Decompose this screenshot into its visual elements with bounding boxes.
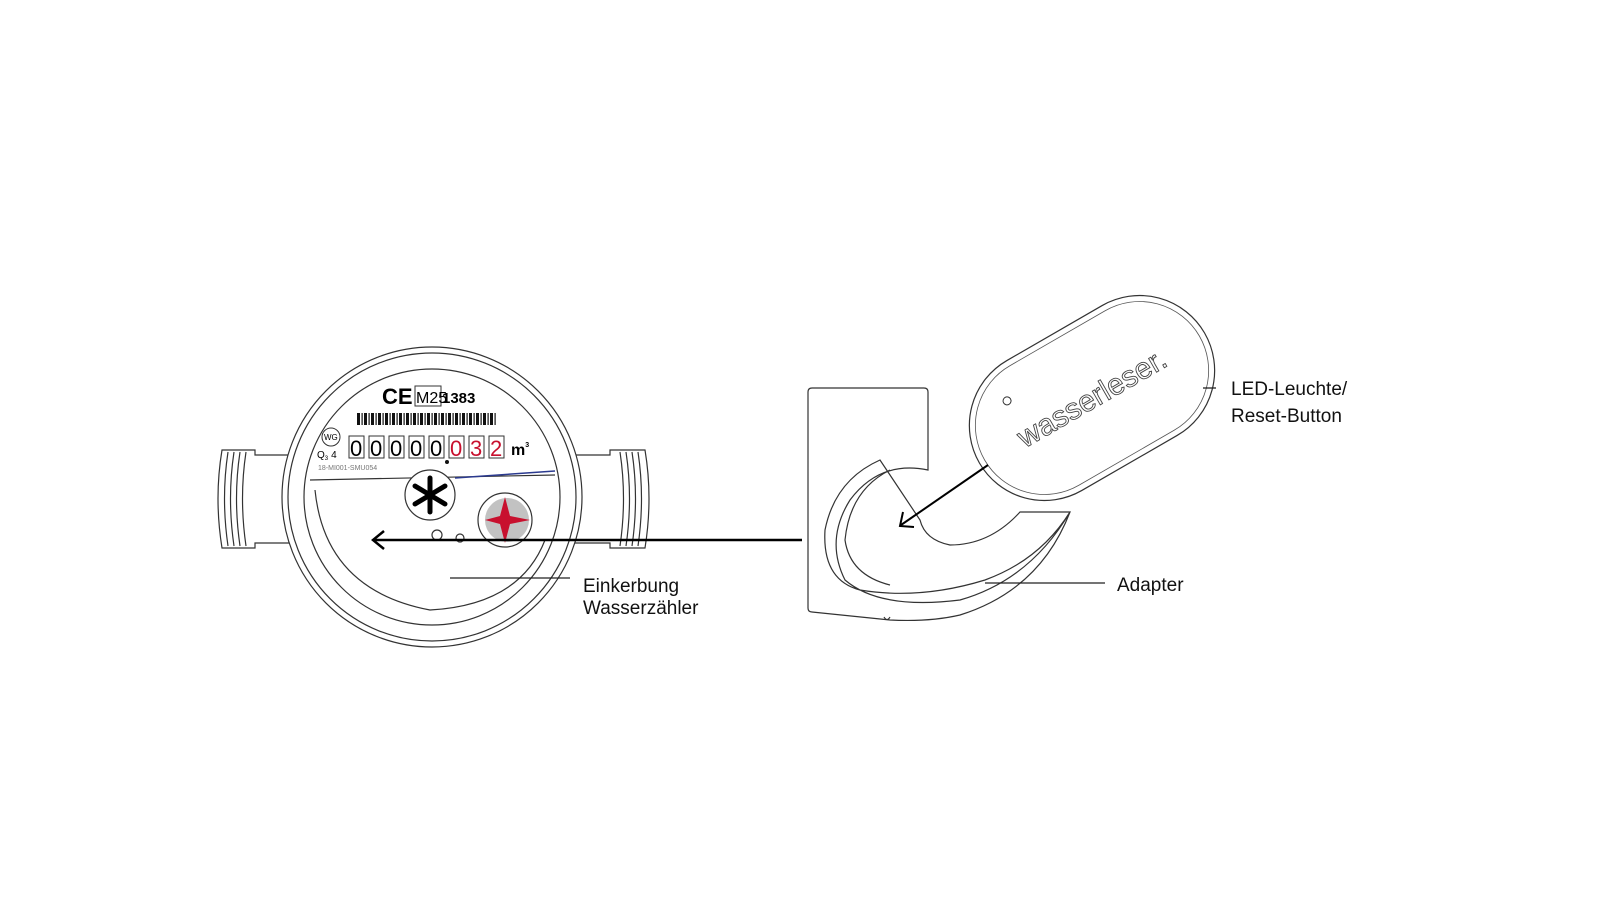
digit-red: 0 [450,436,462,461]
unit: m3 [511,442,529,459]
label-led-line1: LED-Leuchte/ [1231,379,1348,400]
counter-digits: 0 0 0 0 0 0 3 2 [348,435,505,464]
digit: 0 [350,436,362,461]
wg-badge: WG [324,433,338,442]
digit-red: 2 [490,436,502,461]
star-wheel-icon [412,475,448,515]
serial-number: 18-MI001-SMU054 [318,465,377,472]
label-notch-line2: Wasserzähler [583,598,699,619]
label-led: LED-Leuchte/ Reset-Button [1231,376,1347,430]
adapter [807,387,1072,622]
digit: 0 [370,436,382,461]
metrology-mark: M25 [416,390,447,407]
led-light-icon [1002,396,1012,406]
cert-number: 1383 [442,390,475,407]
digit: 0 [390,436,402,461]
label-notch-line1: Einkerbung [583,576,680,597]
digit: 0 [430,436,442,461]
arrow-device-to-adapter [898,464,989,528]
left-pipe-thread [217,449,290,549]
red-pointer-dial [485,497,530,543]
right-pipe-thread [575,449,650,549]
arrow-adapter-to-meter [371,530,802,550]
digit: 0 [410,436,422,461]
wasserleser-device: wasserleser. [968,294,1216,502]
ce-mark: CE [382,384,413,409]
label-notch: Einkerbung Wasserzähler [583,573,698,622]
label-led-line2: Reset-Button [1231,406,1342,427]
label-adapter: Adapter [1117,575,1184,596]
barcode [356,413,496,425]
digit-red: 3 [470,436,482,461]
